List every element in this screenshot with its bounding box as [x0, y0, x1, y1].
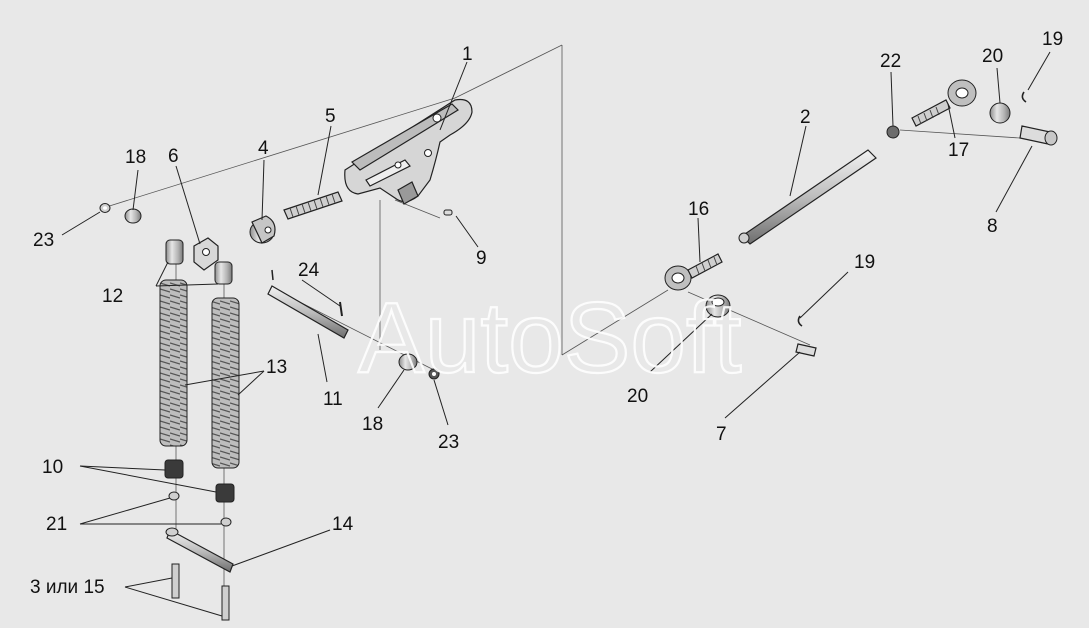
pedal-lever-bracket — [344, 98, 473, 205]
axle-rod — [267, 285, 349, 339]
label-part-9: 9 — [476, 248, 487, 269]
part-labels: 1 2 3 или 15 4 5 6 7 8 9 10 11 12 13 14 … — [30, 29, 1063, 598]
return-springs — [159, 239, 240, 527]
label-part-4: 4 — [258, 138, 269, 159]
label-part-19-bottom: 19 — [854, 252, 875, 273]
rod-end-left — [664, 253, 723, 291]
label-part-8: 8 — [987, 216, 998, 237]
label-part-13: 13 — [266, 357, 287, 378]
watermark-text: AutoSoft — [358, 282, 742, 394]
ball-joint-top — [989, 91, 1058, 146]
cross-bar — [165, 527, 234, 573]
rod-end-right — [886, 79, 977, 139]
threaded-stud — [283, 191, 343, 220]
label-part-3-or-15: 3 или 15 — [30, 577, 105, 598]
coupling-block — [193, 237, 219, 271]
label-part-19-top: 19 — [1042, 29, 1063, 50]
bushing-bottom — [271, 209, 453, 380]
label-part-17: 17 — [948, 140, 969, 161]
bushing-top — [99, 203, 142, 224]
ball-joint-bottom — [705, 294, 817, 357]
label-part-18-top: 18 — [125, 147, 146, 168]
label-part-23-bottom: 23 — [438, 432, 459, 453]
label-part-20-top: 20 — [982, 46, 1003, 67]
label-part-11: 11 — [323, 389, 343, 410]
label-part-22: 22 — [880, 51, 901, 72]
label-part-12: 12 — [102, 286, 123, 307]
label-part-2: 2 — [800, 107, 811, 128]
label-part-21: 21 — [46, 514, 67, 535]
label-part-6: 6 — [168, 146, 179, 167]
label-part-24: 24 — [298, 260, 320, 281]
label-part-23-top: 23 — [33, 230, 54, 251]
label-part-18-bottom: 18 — [362, 414, 383, 435]
label-part-14: 14 — [332, 514, 354, 535]
bolts — [171, 563, 230, 621]
leader-lines — [61, 51, 1051, 617]
label-part-1: 1 — [462, 44, 473, 65]
long-rod — [738, 149, 877, 245]
label-part-16: 16 — [688, 199, 709, 220]
label-part-20-bottom: 20 — [627, 386, 648, 407]
label-part-7: 7 — [716, 424, 727, 445]
nut-block — [249, 215, 276, 244]
label-part-10: 10 — [42, 457, 63, 478]
label-part-5: 5 — [325, 106, 336, 127]
